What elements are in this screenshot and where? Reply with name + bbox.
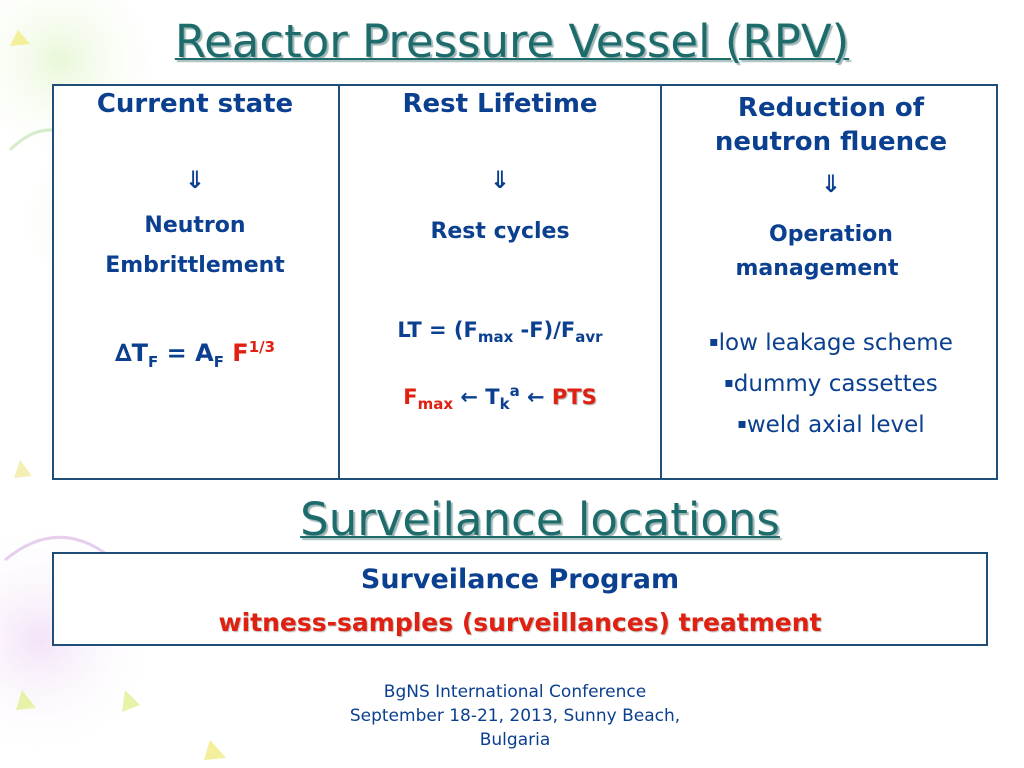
management-label: management: [735, 256, 899, 281]
list-item: ▪low leakage scheme: [709, 330, 953, 356]
lifetime-formula: LT = (Fmax -F)/Favr: [397, 318, 603, 347]
bullet-square-icon: ▪: [724, 375, 734, 391]
footer-line: BgNS International Conference: [383, 682, 647, 702]
footer-line: September 18-21, 2013, Sunny Beach,: [349, 706, 681, 726]
pts-label: PTS: [551, 385, 597, 409]
page-title: Reactor Pressure Vessel (RPV): [174, 15, 850, 68]
bullet-square-icon: ▪: [737, 416, 747, 432]
column-rest-lifetime: Rest Lifetime ⇓ Rest cycles LT = (Fmax -…: [338, 86, 660, 478]
down-arrow-icon: ⇓: [820, 170, 842, 198]
column-reduction-fluence: Reduction of neutron fluence ⇓ Operation…: [660, 86, 1000, 478]
column-current-state: Current state ⇓ Neutron Embrittlement ∆T…: [54, 86, 336, 478]
program-title: Surveilance Program: [360, 564, 680, 595]
program-subtitle: witness-samples (surveillances) treatmen…: [218, 608, 822, 637]
fmax-formula: Fmax ← Tka ← PTS: [403, 382, 597, 414]
column-heading: Current state: [96, 89, 294, 119]
bullet-list: ▪low leakage scheme ▪dummy cassettes ▪we…: [662, 322, 1000, 445]
footer: BgNS International Conference September …: [300, 680, 730, 752]
list-item: ▪dummy cassettes: [724, 371, 938, 397]
formula-delta: ∆: [114, 339, 132, 367]
list-item: ▪weld axial level: [737, 412, 925, 438]
column-heading-line2: neutron fluence: [714, 127, 948, 157]
down-arrow-icon: ⇓: [489, 166, 511, 194]
down-arrow-icon: ⇓: [184, 166, 206, 194]
section-title: Surveilance locations: [300, 493, 780, 546]
operation-label: Operation: [769, 222, 893, 247]
surveillance-program-box: Surveilance Program witness-samples (sur…: [52, 552, 988, 646]
neutron-label: Neutron: [144, 213, 246, 238]
column-heading-line1: Reduction of: [737, 93, 925, 123]
rpv-table: Current state ⇓ Neutron Embrittlement ∆T…: [52, 84, 998, 480]
rest-cycles-label: Rest cycles: [430, 219, 570, 244]
column-heading: Rest Lifetime: [402, 89, 598, 119]
embrittlement-formula: ∆TF = AF F1/3: [114, 338, 276, 371]
bullet-square-icon: ▪: [709, 334, 719, 350]
footer-line: Bulgaria: [479, 730, 551, 750]
embrittlement-label: Embrittlement: [105, 253, 285, 278]
